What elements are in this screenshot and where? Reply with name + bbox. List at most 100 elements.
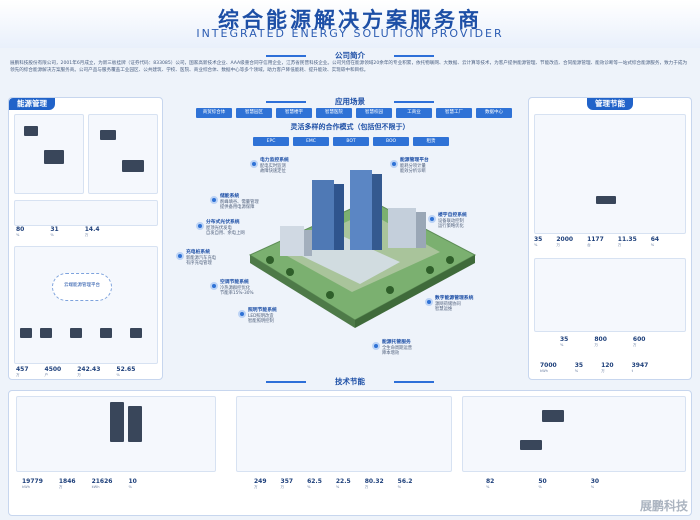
org-chart	[534, 114, 686, 234]
mode-pill: EMC	[293, 137, 329, 146]
device-image	[520, 440, 542, 450]
callout-bas: 楼宇自控系统设备联动控制运行策略优化	[438, 213, 467, 229]
callout-digital-energy: 数字能源管理系统源网荷储协同智慧运维	[435, 296, 474, 312]
callout-marker	[428, 215, 436, 223]
header-banner: 综合能源解决方案服务商 INTEGRATED ENERGY SOLUTION P…	[0, 0, 700, 48]
network-diagram	[14, 246, 158, 364]
stat: 35%	[574, 362, 584, 373]
stat: 62.5%	[307, 478, 322, 489]
section-title-apps: 应用场景	[266, 96, 434, 108]
callout-marker	[196, 222, 204, 230]
callout-marker	[210, 282, 218, 290]
callout-marker	[210, 196, 218, 204]
panel-title: 能源管理	[9, 98, 55, 110]
stat: 80%	[16, 226, 25, 237]
callout-marker	[425, 298, 433, 306]
mode-pill: EPC	[253, 137, 289, 146]
stat: 35%	[560, 336, 569, 347]
device-strip	[14, 200, 158, 226]
callout-power-monitor: 电力监控系统配电实时监测故障快速定位	[260, 158, 289, 174]
cabinet-image	[110, 402, 124, 442]
stat: 82%	[486, 478, 495, 489]
brand-watermark: 展鹏科技	[639, 499, 688, 513]
device-image	[24, 126, 38, 136]
campus-illustration	[248, 170, 477, 328]
monitor-icon	[130, 328, 142, 338]
callout-marker	[176, 252, 184, 260]
stat: 10%	[128, 478, 137, 489]
stat: 56.2%	[397, 478, 413, 489]
app-pill: 智慧医院	[316, 108, 352, 118]
app-pill: 智慧校园	[356, 108, 392, 118]
stat: 50%	[538, 478, 547, 489]
callout-marker	[372, 342, 380, 350]
device-image	[44, 150, 64, 164]
section-title-intro: 公司简介	[266, 50, 434, 62]
cabinet-image	[128, 406, 142, 442]
mode-pill: BOT	[333, 137, 369, 146]
tech-case-3	[462, 396, 686, 472]
device-image	[596, 196, 616, 204]
device-image	[122, 160, 144, 172]
device-image	[542, 410, 564, 422]
callout-hvac: 空调节能系统冷热源群控优化节能率15%-30%	[220, 280, 254, 296]
stat: 35%	[534, 236, 543, 247]
callout-charging: 充电桩系统新能源汽车充电有序充电管理	[186, 250, 217, 266]
app-pill: 智慧园区	[236, 108, 272, 118]
page-subtitle: INTEGRATED ENERGY SOLUTION PROVIDER	[196, 27, 504, 40]
callout-pv: 分布式光伏系统屋顶光伏发电自发自用、余电上网	[206, 220, 245, 236]
stat: 52.65%	[116, 366, 136, 377]
mode-pill: BOO	[373, 137, 409, 146]
page-title: 综合能源解决方案服务商	[218, 8, 482, 32]
app-pill: 商贸综合体	[196, 108, 232, 118]
stat: 22.5%	[335, 478, 351, 489]
app-pill: 智慧工厂	[436, 108, 472, 118]
callout-hosting: 能源托管服务全生命周期运营降本增效	[382, 340, 413, 356]
monitor-icon	[100, 328, 112, 338]
monitor-icon	[20, 328, 32, 338]
callout-marker	[390, 160, 398, 168]
callout-energy-platform: 能源管理平台能耗分项计量能效分析诊断	[400, 158, 429, 174]
tech-case-2	[236, 396, 452, 472]
flow-chart	[534, 258, 686, 332]
app-pill: 工商业	[396, 108, 432, 118]
callout-storage: 储能系统削峰填谷、需量管理提供备用电源保障	[220, 194, 259, 210]
system-diagram	[88, 114, 158, 194]
stat: 64%	[650, 236, 660, 247]
callout-marker	[238, 310, 246, 318]
panel-title: 管理节能	[587, 98, 633, 110]
stat: 30%	[590, 478, 600, 489]
mode-pill: 租赁	[413, 137, 449, 146]
cloud-platform-icon: 云端能源管理平台	[52, 273, 112, 301]
app-pill: 数据中心	[476, 108, 512, 118]
app-pill: 智慧楼宇	[276, 108, 312, 118]
device-image	[100, 130, 116, 140]
tech-stats-3: 82% 50% 30%	[486, 478, 599, 489]
callout-marker	[250, 160, 258, 168]
monitor-icon	[70, 328, 82, 338]
